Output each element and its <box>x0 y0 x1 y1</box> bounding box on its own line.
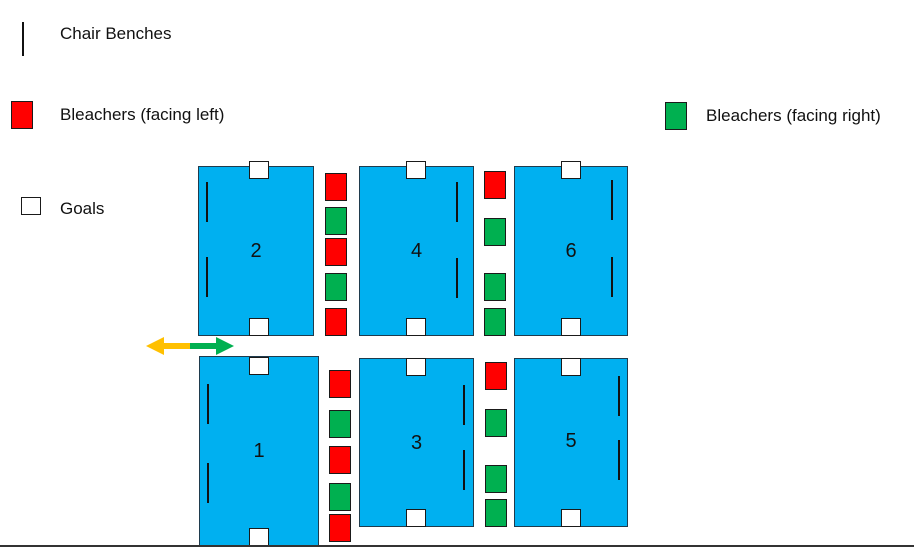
bleacher-facing-right <box>329 483 351 511</box>
bleacher-facing-left <box>325 173 347 201</box>
field-2: 2 <box>198 166 314 336</box>
bleacher-facing-right <box>485 499 507 527</box>
legend-bleacher-right-swatch <box>665 102 687 130</box>
bleacher-facing-right <box>485 465 507 493</box>
goal-icon <box>406 509 426 527</box>
chair-bench <box>456 258 458 298</box>
bleacher-facing-left <box>329 446 351 474</box>
field-3-number: 3 <box>410 432 423 454</box>
bleacher-facing-right <box>484 308 506 336</box>
goal-icon <box>406 161 426 179</box>
bleacher-facing-left <box>329 370 351 398</box>
legend-bleacher-left-swatch <box>11 101 33 129</box>
arrow-left-shaft <box>162 343 192 349</box>
field-6-number: 6 <box>565 240 577 262</box>
legend-goal-swatch <box>21 197 41 215</box>
arrow-right-shaft <box>190 343 218 349</box>
legend-bleachers-left-label: Bleachers (facing left) <box>60 105 225 124</box>
bleacher-facing-left <box>329 514 351 542</box>
legend-goals-label: Goals <box>60 199 105 218</box>
chair-bench <box>207 384 209 424</box>
field-1: 1 <box>199 356 319 546</box>
goal-icon <box>561 358 581 376</box>
bleacher-facing-right <box>484 273 506 301</box>
bleacher-facing-right <box>325 273 347 301</box>
bleacher-facing-right <box>325 207 347 235</box>
field-2-number: 2 <box>250 240 262 262</box>
two-way-arrow-icon <box>146 337 234 355</box>
chair-bench <box>456 182 458 222</box>
goal-icon <box>406 318 426 336</box>
field-3: 3 <box>359 358 474 527</box>
field-5-number: 5 <box>565 430 577 452</box>
chair-bench <box>611 180 613 220</box>
goal-icon <box>561 161 581 179</box>
field-4: 4 <box>359 166 474 336</box>
goal-icon <box>249 357 269 375</box>
chair-bench <box>618 440 620 480</box>
field-5: 5 <box>514 358 628 527</box>
bleacher-facing-left <box>325 238 347 266</box>
field-4-number: 4 <box>410 240 423 262</box>
goal-icon <box>561 318 581 336</box>
goal-icon <box>249 318 269 336</box>
chair-bench <box>611 257 613 297</box>
bottom-border <box>0 545 914 547</box>
goal-icon <box>406 358 426 376</box>
bleacher-facing-right <box>485 409 507 437</box>
field-6: 6 <box>514 166 628 336</box>
chair-bench <box>206 257 208 297</box>
goal-icon <box>249 528 269 546</box>
goal-icon <box>561 509 581 527</box>
chair-bench <box>463 385 465 425</box>
chair-bench <box>207 463 209 503</box>
chair-bench <box>206 182 208 222</box>
chair-bench <box>618 376 620 416</box>
arrow-right-head <box>216 337 234 355</box>
legend-bleachers-right-label: Bleachers (facing right) <box>706 106 881 125</box>
field-1-number: 1 <box>253 440 265 462</box>
bleacher-facing-left <box>325 308 347 336</box>
bleacher-facing-left <box>484 171 506 199</box>
goal-icon <box>249 161 269 179</box>
legend-bench-icon <box>22 22 24 56</box>
bleacher-facing-right <box>484 218 506 246</box>
bleacher-facing-right <box>329 410 351 438</box>
legend-chair-benches-label: Chair Benches <box>60 24 172 43</box>
bleacher-facing-left <box>485 362 507 390</box>
arrow-left-head <box>146 337 164 355</box>
chair-bench <box>463 450 465 490</box>
